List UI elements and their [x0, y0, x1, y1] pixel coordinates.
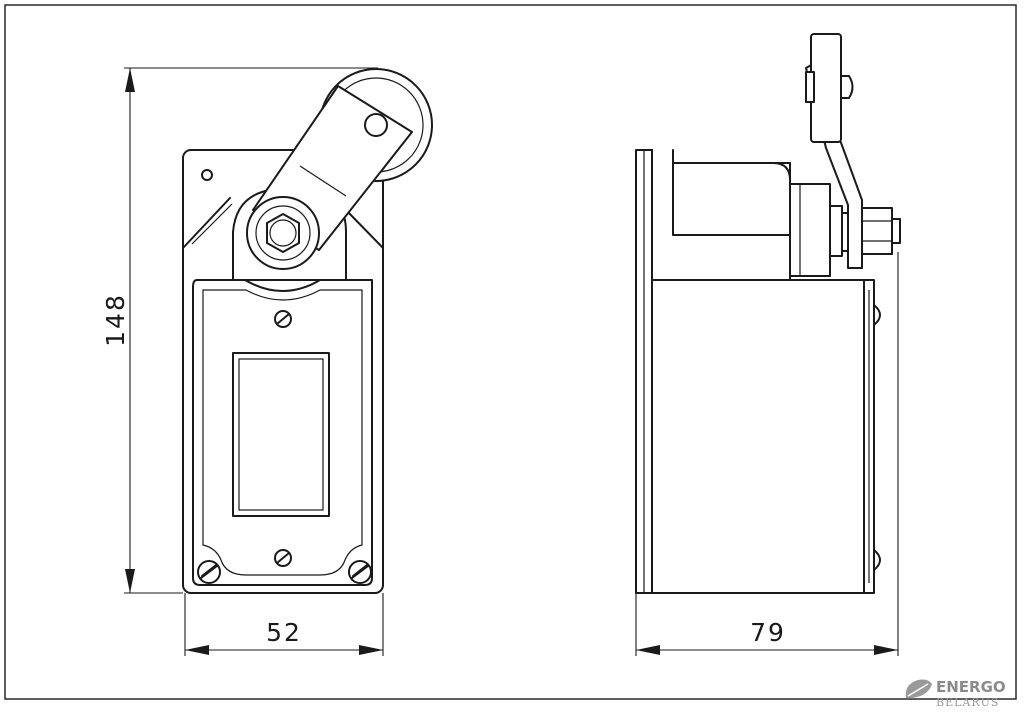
dimension-front-width-label: 52: [266, 618, 302, 647]
dimension-front-width: [184, 593, 384, 656]
front-body: [182, 149, 384, 594]
front-view: [182, 68, 433, 594]
cover-screw-bottom: [274, 549, 292, 567]
dimension-height: [124, 67, 378, 594]
side-back-cover: [863, 279, 875, 594]
roller-axle: [364, 113, 388, 137]
lever-hub: [246, 196, 320, 270]
leaf-icon: [905, 679, 932, 698]
energo-belarus-logo: ENERGO BELARUS: [905, 678, 1006, 709]
corner-screw-right: [348, 560, 372, 584]
mounting-hole: [201, 169, 213, 181]
side-roller: [810, 33, 842, 143]
dimension-side-depth: [635, 252, 899, 656]
shaft-nut: [857, 207, 893, 255]
cover-screw-top: [274, 310, 292, 328]
front-head-bevel: [182, 197, 384, 249]
shaft-collar: [789, 183, 831, 277]
indicator-window: [232, 352, 330, 517]
back-screw-top: [873, 304, 881, 326]
side-view: [635, 33, 901, 594]
logo-sub: BELARUS: [936, 696, 999, 709]
back-screw-bottom: [873, 549, 881, 571]
drawing-frame: [4, 4, 1017, 700]
side-body: [651, 279, 865, 594]
cover-plate: [192, 279, 373, 586]
corner-screw-left: [197, 560, 221, 584]
dimension-height-label: 148: [101, 293, 130, 347]
dimension-side-depth-label: 79: [750, 618, 786, 647]
logo-name: ENERGO: [936, 678, 1006, 696]
